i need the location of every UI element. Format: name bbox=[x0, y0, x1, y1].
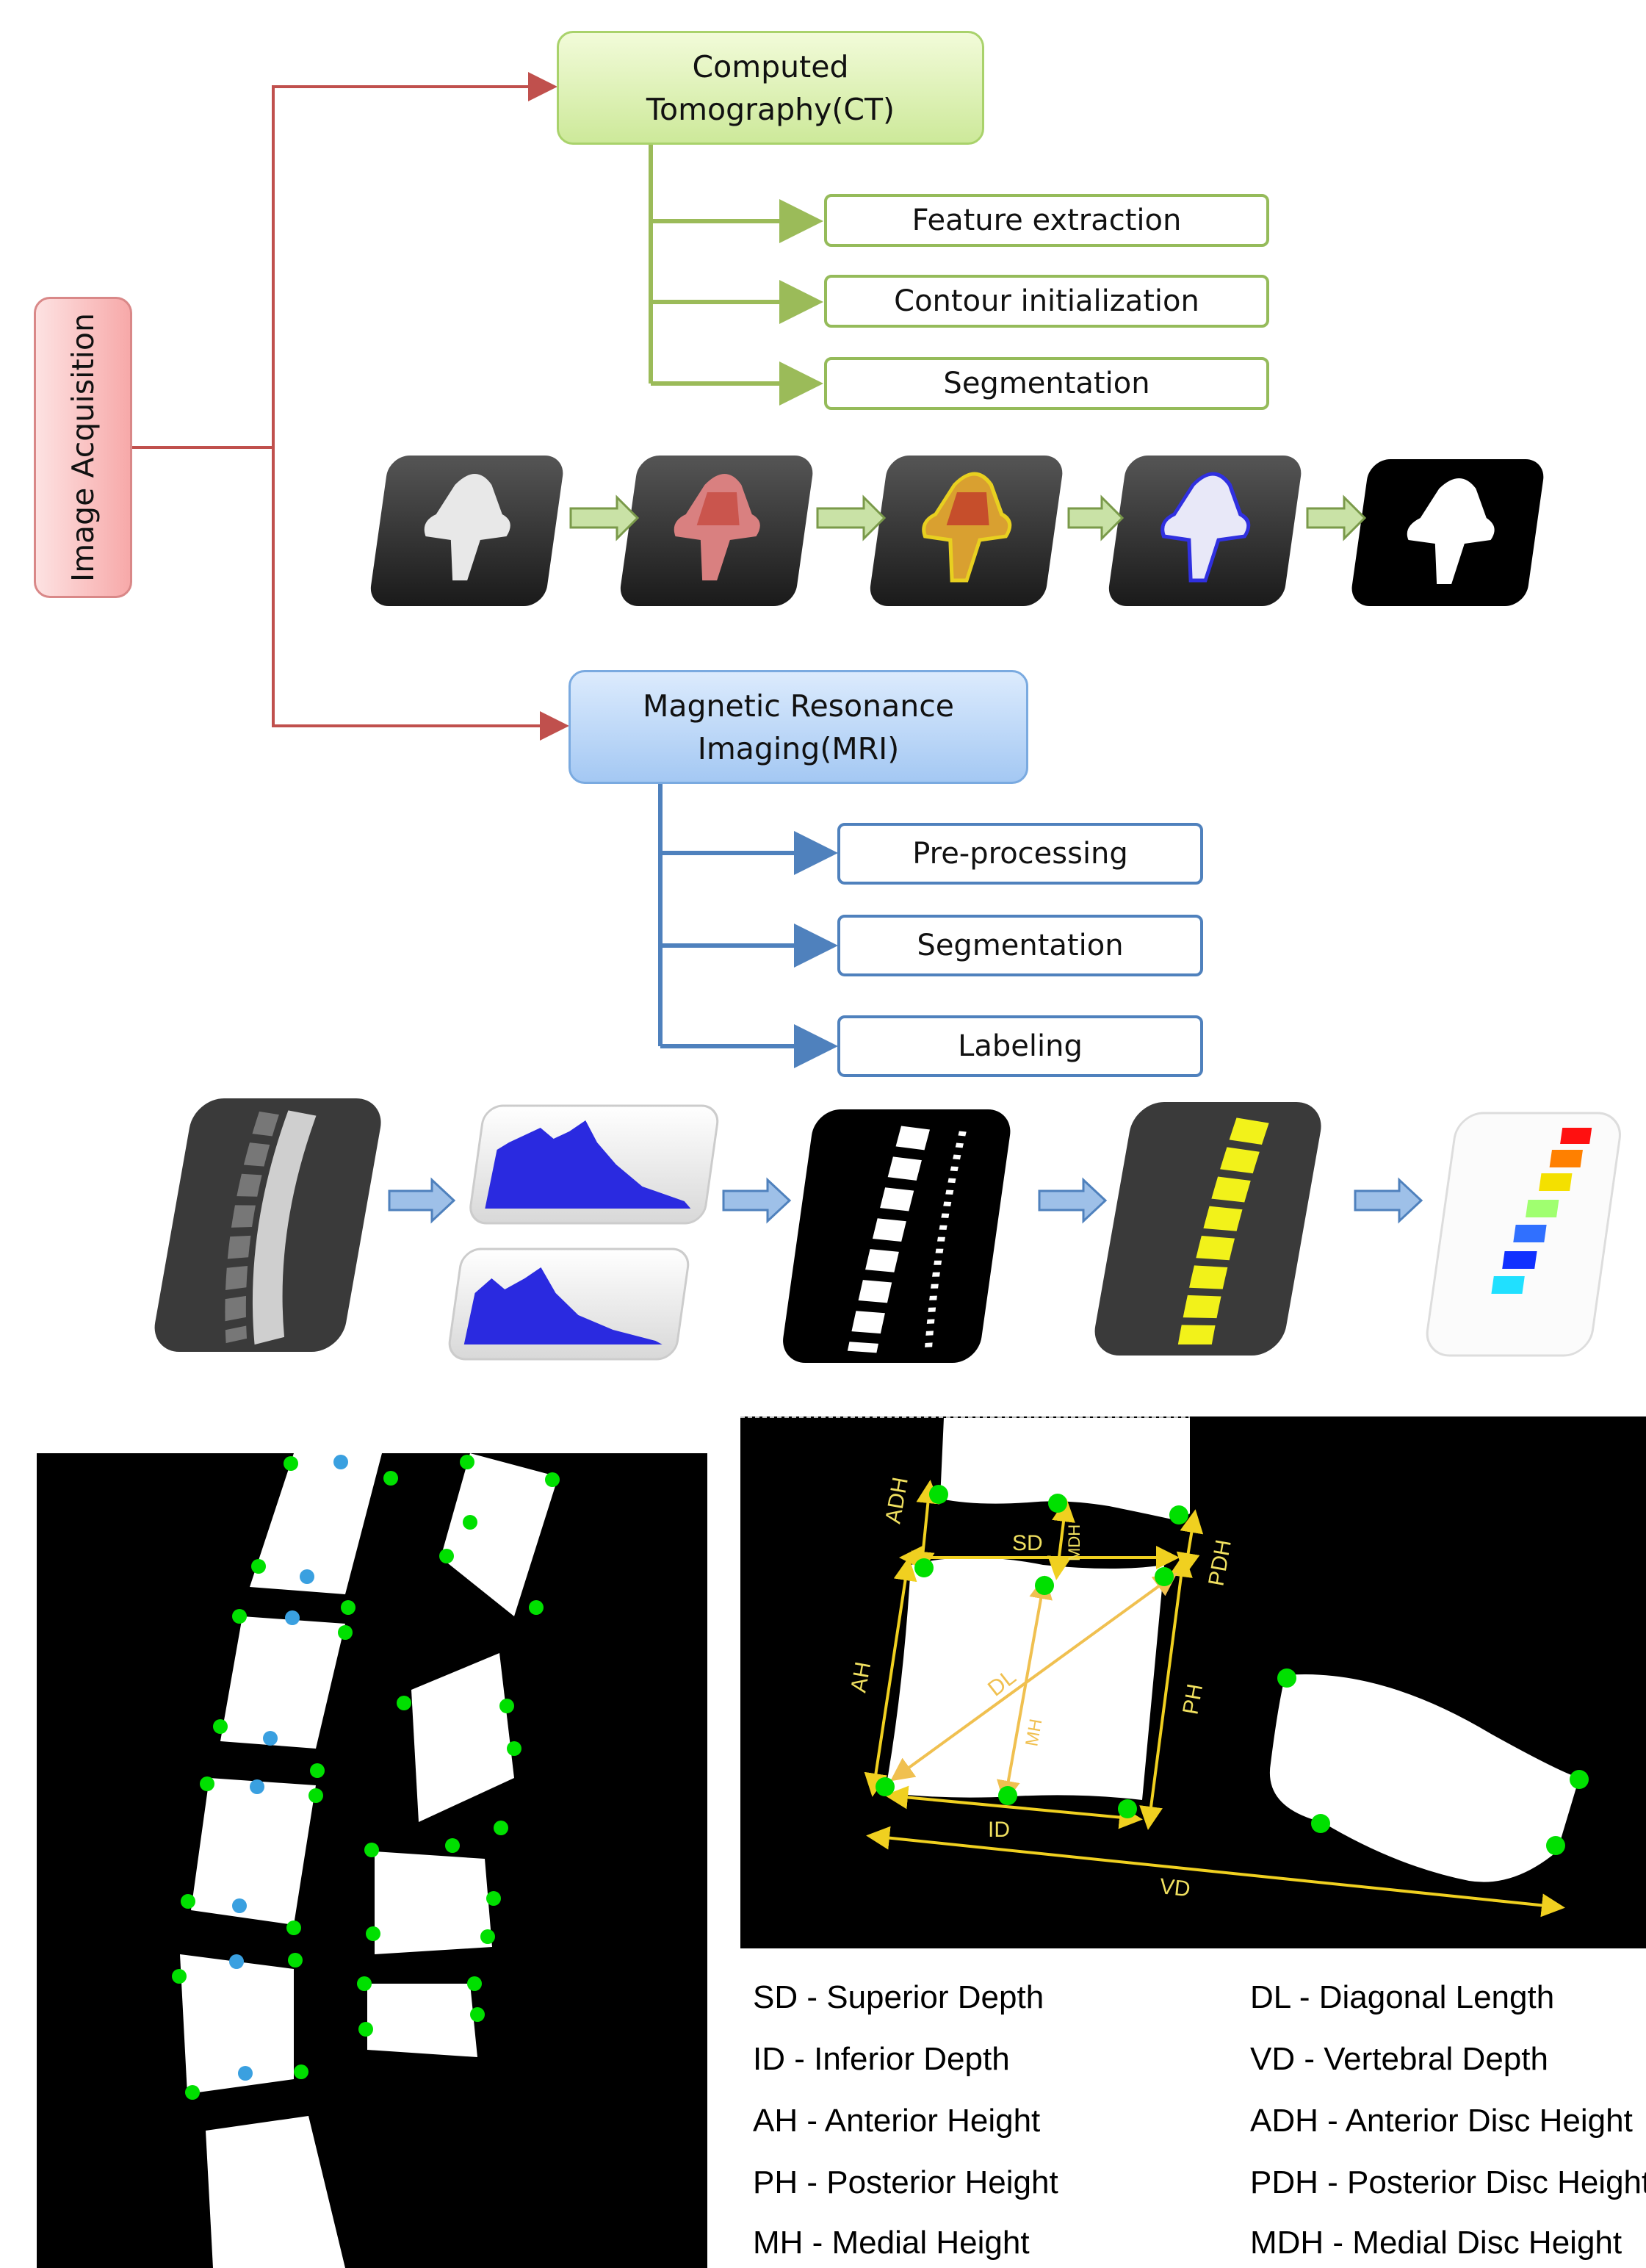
ct-box: Computed Tomography(CT) bbox=[557, 31, 984, 145]
label-vd: VD bbox=[1158, 1874, 1191, 1901]
legend-ph: PH - Posterior Height bbox=[753, 2164, 1058, 2200]
ct-arrows bbox=[569, 494, 1367, 541]
mri-title-line2: Imaging(MRI) bbox=[697, 730, 900, 766]
mri-histogram-bottom bbox=[448, 1248, 690, 1361]
label-sd: SD bbox=[1012, 1531, 1043, 1555]
ct-title-line1: Computed bbox=[692, 48, 849, 84]
mri-image-strip bbox=[154, 1098, 1621, 1363]
mri-box: Magnetic Resonance Imaging(MRI) bbox=[568, 670, 1028, 784]
legend-mdh: MDH - Medial Disc Height bbox=[1250, 2225, 1622, 2261]
mri-histogram-top bbox=[469, 1104, 719, 1225]
ct-slice-contour bbox=[870, 456, 1063, 606]
mri-step-segmentation: Segmentation bbox=[837, 915, 1203, 976]
legend-vd: VD - Vertebral Depth bbox=[1250, 2041, 1548, 2077]
ct-slice-segment-outline bbox=[1108, 456, 1302, 606]
spine-keypoint-panel bbox=[37, 1453, 707, 2268]
image-acquisition-box: Image Acquisition bbox=[34, 297, 132, 598]
legend-pdh: PDH - Posterior Disc Height bbox=[1250, 2164, 1646, 2200]
label-mdh: MDH bbox=[1065, 1524, 1083, 1561]
mri-sagittal-original bbox=[154, 1098, 381, 1352]
mri-branch-connector bbox=[658, 784, 838, 1068]
ct-slice-features bbox=[620, 456, 813, 606]
legend-sd: SD - Superior Depth bbox=[753, 1979, 1044, 2015]
mri-step-pre-processing: Pre-processing bbox=[837, 823, 1203, 885]
ct-branch-connector bbox=[649, 145, 823, 406]
mri-segmented-vertebrae bbox=[1094, 1102, 1321, 1356]
legend-mh: MH - Medial Height bbox=[753, 2225, 1030, 2261]
label-ah: AH bbox=[846, 1660, 876, 1694]
ct-title-line2: Tomography(CT) bbox=[646, 91, 895, 127]
label-ph: PH bbox=[1178, 1682, 1208, 1716]
ct-step-feature-extraction: Feature extraction bbox=[824, 194, 1269, 247]
legend-adh: ADH - Anterior Disc Height bbox=[1250, 2103, 1633, 2139]
mri-title-line1: Magnetic Resonance bbox=[643, 688, 954, 724]
ct-slice-mask bbox=[1351, 459, 1544, 606]
ct-slice-original bbox=[370, 456, 563, 606]
legend-id: ID - Inferior Depth bbox=[753, 2041, 1010, 2077]
ct-step-contour-initialization: Contour initialization bbox=[824, 275, 1269, 328]
legend-ah: AH - Anterior Height bbox=[753, 2103, 1041, 2139]
mri-binary-mask bbox=[783, 1109, 1011, 1363]
mri-arrows bbox=[388, 1177, 1423, 1224]
label-mh: MH bbox=[1022, 1718, 1046, 1748]
mri-step-labeling: Labeling bbox=[837, 1015, 1203, 1077]
ct-image-strip bbox=[370, 456, 1544, 606]
mri-labeled-vertebrae bbox=[1426, 1112, 1621, 1357]
legend-dl: DL - Diagonal Length bbox=[1250, 1979, 1555, 2015]
vertebra-measurement-panel: ADH SD MDH PDH AH DL MH PH ID VD bbox=[740, 1416, 1646, 1948]
image-acquisition-label: Image Acquisition bbox=[65, 313, 101, 582]
label-id: ID bbox=[988, 1818, 1010, 1842]
acquisition-connector bbox=[132, 72, 569, 741]
ct-step-segmentation: Segmentation bbox=[824, 357, 1269, 410]
